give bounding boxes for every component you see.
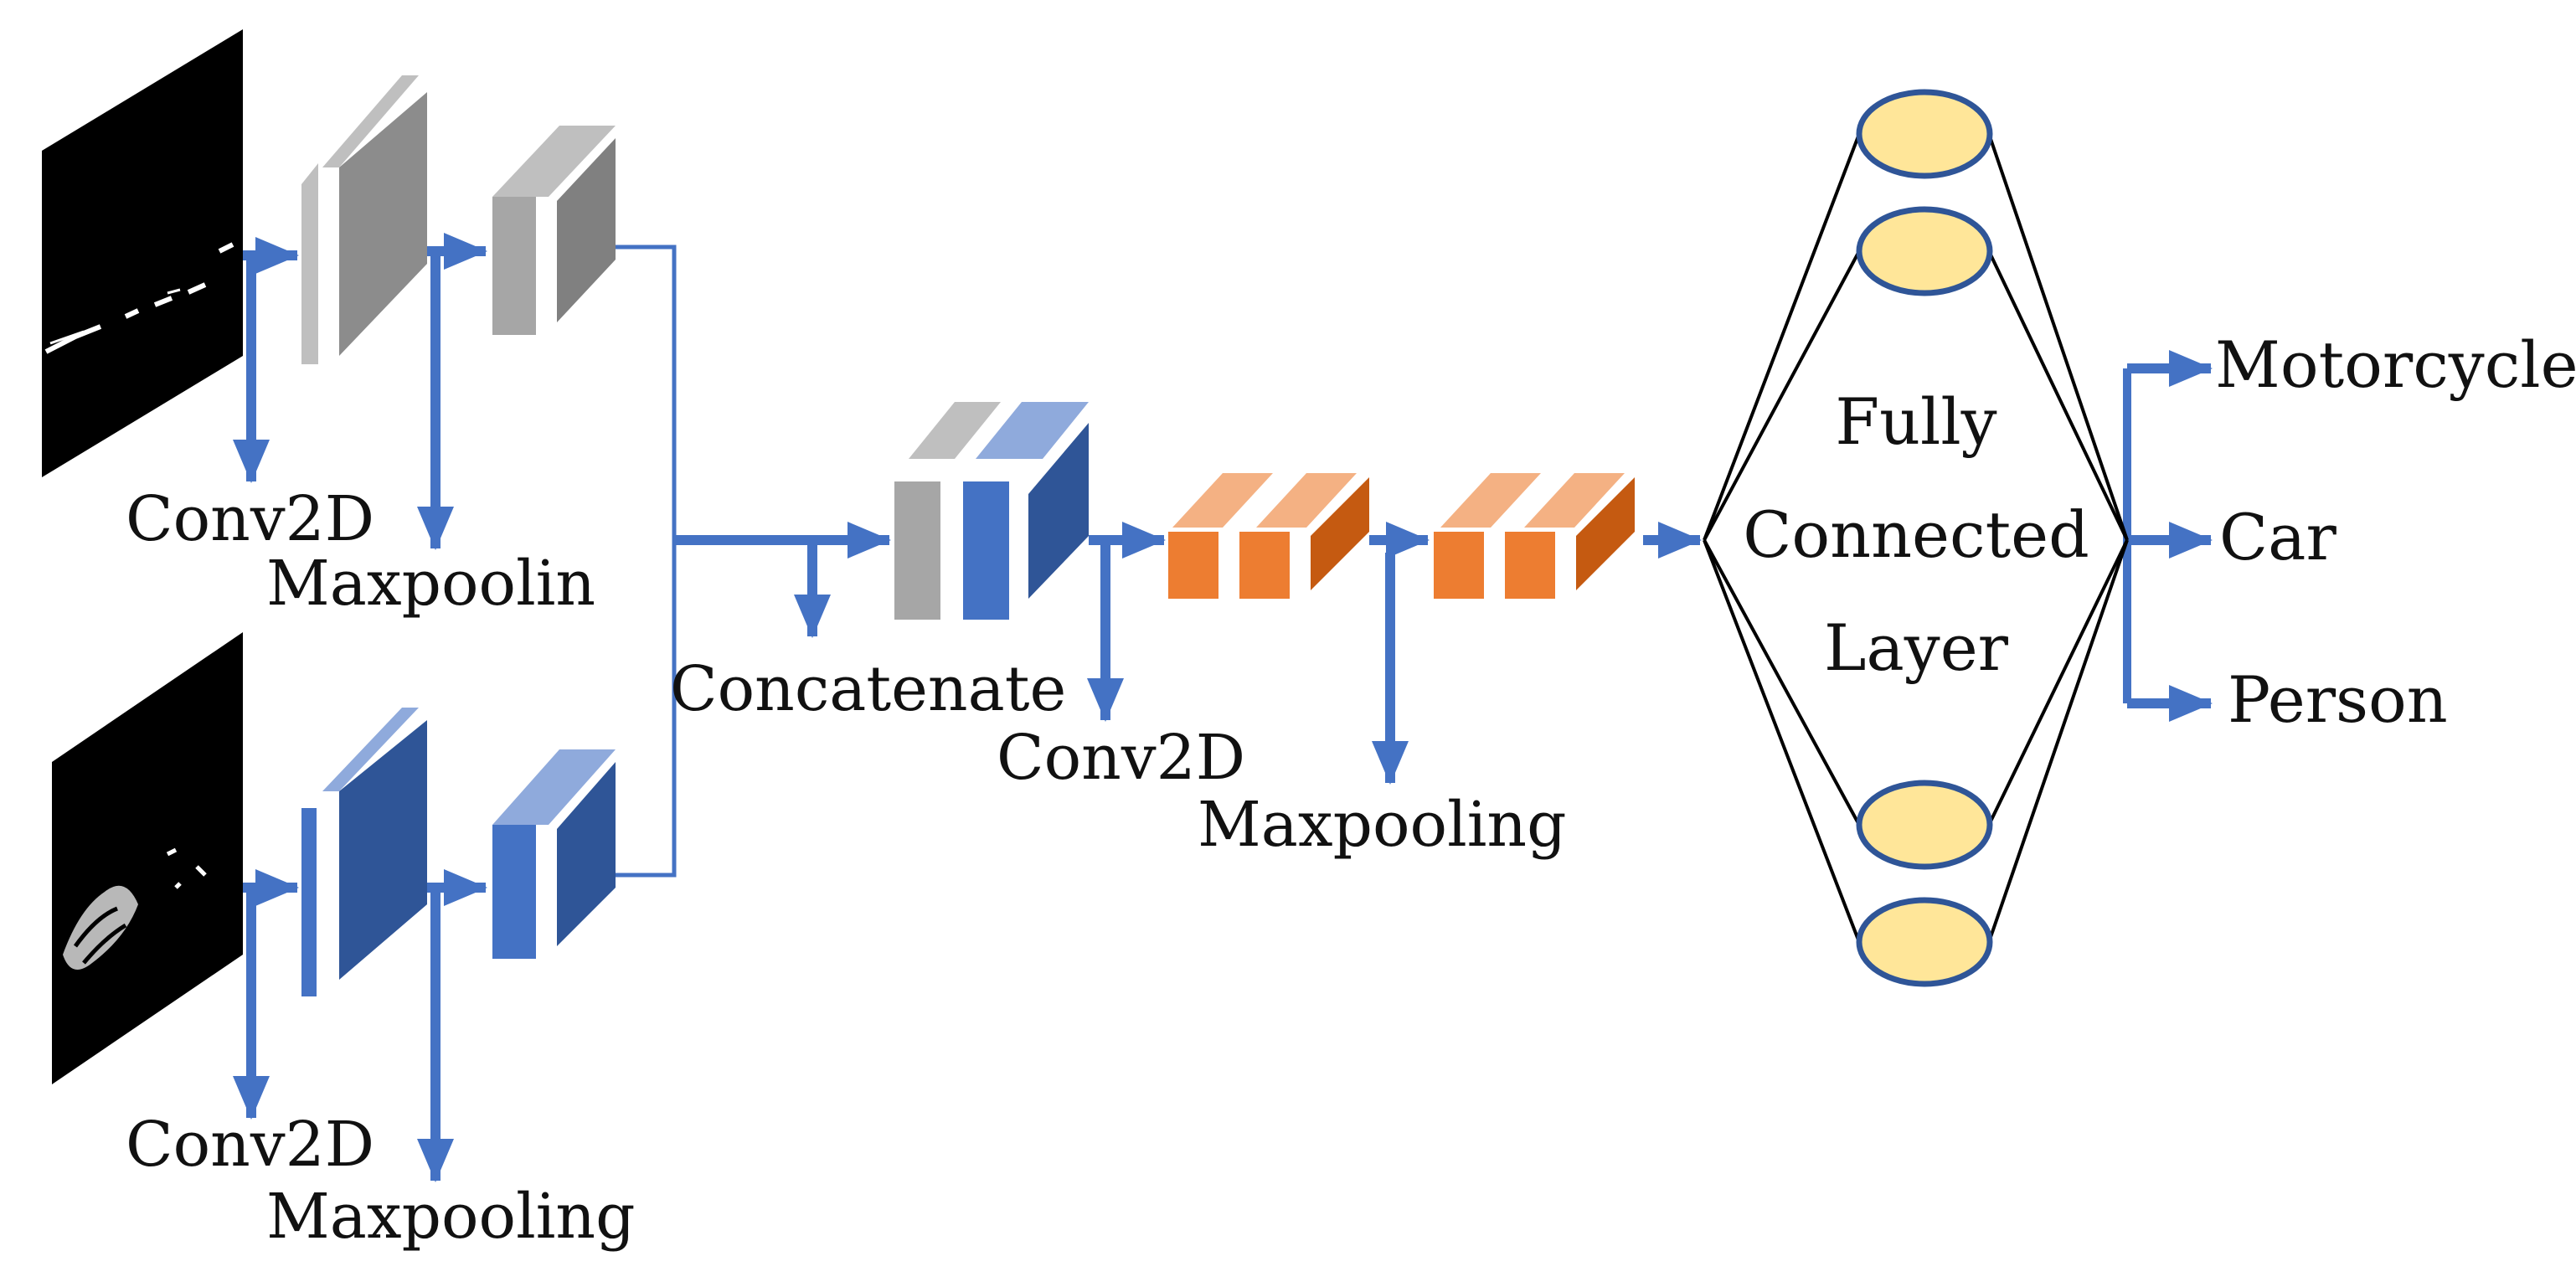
bottom-pool-block xyxy=(492,749,616,959)
fc-label-line1: Fully xyxy=(1835,384,1996,459)
neuron-2 xyxy=(1856,206,1993,296)
merge-pool-block xyxy=(1434,473,1635,599)
input-image-top xyxy=(42,29,243,477)
neuron-4 xyxy=(1856,897,1993,987)
output-car: Car xyxy=(2219,500,2336,574)
top-conv-label: Conv2D xyxy=(126,483,374,555)
fc-neurons xyxy=(1856,89,1993,987)
merge-conv-block xyxy=(1168,473,1369,599)
output-person: Person xyxy=(2228,662,2448,737)
fc-connections xyxy=(1703,133,2129,943)
bottom-pool-label: Maxpooling xyxy=(266,1181,635,1253)
top-pool-label: Maxpoolin xyxy=(266,548,595,620)
fc-label-line2: Connected xyxy=(1743,497,2089,572)
bottom-conv-label: Conv2D xyxy=(126,1109,374,1181)
concat-block xyxy=(894,402,1089,620)
top-conv-block xyxy=(301,75,427,364)
bottom-conv-block xyxy=(301,708,427,996)
output-motorcycle: Motorcycle xyxy=(2215,327,2576,402)
concatenate-label: Concatenate xyxy=(670,653,1066,725)
merge-pool-label: Maxpooling xyxy=(1198,789,1566,861)
fc-label-line3: Layer xyxy=(1824,610,2009,685)
neuron-1 xyxy=(1856,89,1993,179)
input-image-bottom xyxy=(52,632,243,1084)
merge-conv-label: Conv2D xyxy=(997,722,1245,794)
connectors xyxy=(233,233,2213,1182)
neuron-3 xyxy=(1856,780,1993,870)
top-pool-block xyxy=(492,126,616,335)
